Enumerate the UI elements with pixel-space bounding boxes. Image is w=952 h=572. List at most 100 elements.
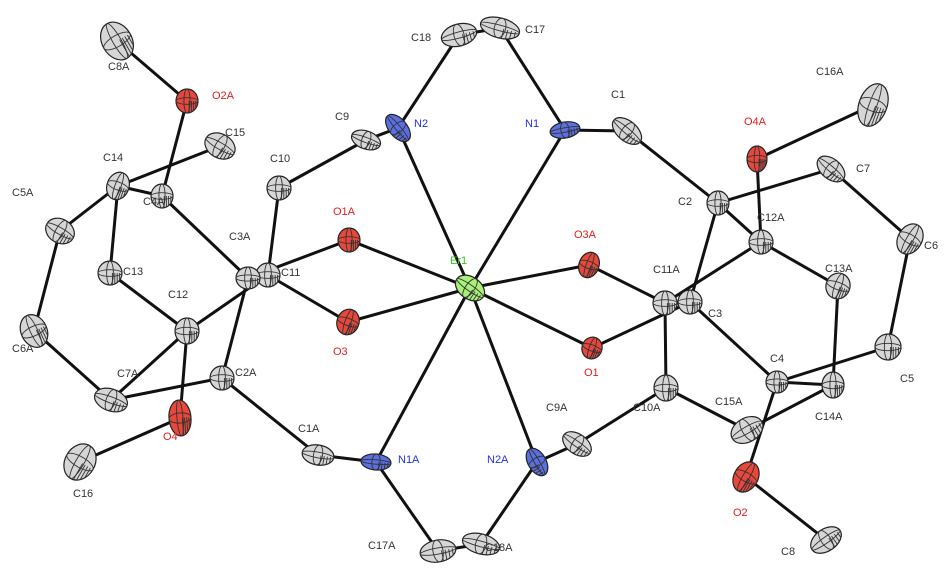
atom-ellipsoid bbox=[360, 453, 391, 472]
bond-Er1-O3A bbox=[470, 265, 589, 288]
bond-C10-C11 bbox=[268, 188, 279, 275]
atom-C8A bbox=[94, 16, 140, 66]
bond-C9A-C10A bbox=[577, 388, 666, 444]
atom-C14A bbox=[822, 372, 844, 398]
atom-label-C12: C12 bbox=[168, 289, 188, 301]
atom-C9A bbox=[558, 427, 596, 462]
atom-label-C15A: C15A bbox=[715, 396, 743, 408]
atom-label-N1A: N1A bbox=[398, 454, 420, 466]
bond-C15A-C10A bbox=[666, 388, 747, 430]
atom-label-C1: C1 bbox=[611, 89, 625, 101]
atom-ellipsoid bbox=[875, 334, 901, 360]
atom-C4 bbox=[766, 371, 788, 393]
atom-C5A bbox=[41, 213, 79, 249]
bond-C18-N2 bbox=[398, 35, 459, 128]
atom-ellipsoid bbox=[707, 191, 729, 215]
atom-label-C2: C2 bbox=[678, 196, 692, 208]
atom-C11A bbox=[653, 291, 677, 315]
atom-C3 bbox=[678, 290, 702, 314]
atom-label-C8A: C8A bbox=[108, 61, 130, 73]
atom-N1 bbox=[549, 120, 581, 141]
atom-C10A bbox=[654, 375, 678, 401]
atom-label-C14A: C14A bbox=[815, 411, 843, 423]
atom-label-C16A: C16A bbox=[816, 66, 844, 78]
atom-C14 bbox=[103, 169, 133, 203]
bond-Er1-O3 bbox=[348, 288, 470, 322]
atom-ellipsoid bbox=[175, 318, 199, 344]
atom-C2 bbox=[707, 191, 729, 215]
atom-C17A bbox=[418, 537, 457, 565]
atom-O2 bbox=[728, 457, 765, 497]
atom-label-C15: C15 bbox=[225, 127, 245, 139]
atom-label-C11: C11 bbox=[281, 267, 300, 279]
bond-C2-C7 bbox=[718, 169, 831, 203]
atom-ellipsoid bbox=[338, 228, 360, 252]
atom-hatch-line bbox=[381, 463, 382, 470]
atom-label-C18A: C18A bbox=[485, 542, 513, 554]
atom-O2A bbox=[176, 89, 198, 113]
atom-label-C6: C6 bbox=[924, 240, 938, 252]
atom-label-O3A: O3A bbox=[574, 229, 597, 241]
bond-C4A-O2A bbox=[162, 101, 187, 196]
bond-C11-O3 bbox=[268, 275, 348, 322]
atom-ellipsoid bbox=[822, 372, 844, 398]
atom-hatch-line bbox=[384, 463, 385, 469]
atom-label-C10A: C10A bbox=[633, 402, 661, 414]
atom-label-C4: C4 bbox=[770, 353, 784, 365]
atom-label-C17A: C17A bbox=[368, 540, 396, 552]
atom-N1A bbox=[360, 453, 391, 472]
atom-O3 bbox=[333, 306, 363, 338]
atom-label-O3: O3 bbox=[333, 346, 348, 358]
atom-label-C5A: C5A bbox=[12, 187, 34, 199]
atom-label-C2A: C2A bbox=[235, 367, 257, 379]
atom-ellipsoid bbox=[439, 20, 479, 51]
bond-C12-C7A bbox=[111, 331, 187, 400]
bond-N1A-C17A bbox=[376, 462, 438, 551]
atom-label-C16: C16 bbox=[73, 488, 93, 500]
atom-label-O1A: O1A bbox=[333, 206, 356, 218]
atom-C16A bbox=[852, 80, 893, 131]
atom-O3A bbox=[575, 249, 603, 280]
bond-C4-C3 bbox=[690, 302, 777, 382]
atom-Er1 bbox=[451, 270, 490, 306]
atom-C17 bbox=[478, 13, 522, 43]
atom-ellipsoid bbox=[579, 334, 605, 362]
atom-N2A bbox=[522, 445, 553, 480]
atom-label-C5: C5 bbox=[900, 373, 914, 385]
atom-N2 bbox=[381, 110, 415, 146]
atom-label-C3: C3 bbox=[708, 308, 722, 320]
bond-C9-C10 bbox=[279, 140, 366, 188]
atom-C5 bbox=[875, 334, 901, 360]
atom-label-Er1: Er1 bbox=[450, 255, 467, 267]
bond-C7A-C2A bbox=[111, 378, 222, 400]
atom-O1A bbox=[338, 228, 360, 252]
atom-label-C11A: C11A bbox=[653, 264, 680, 276]
bond-Er1-N1A bbox=[376, 288, 470, 462]
atom-ellipsoid bbox=[726, 411, 767, 449]
atom-layer bbox=[15, 13, 928, 565]
atom-label-C13A: C13A bbox=[825, 263, 853, 275]
atom-label-C9: C9 bbox=[335, 111, 349, 123]
atom-label-N1: N1 bbox=[525, 118, 539, 130]
atom-C3A bbox=[236, 267, 260, 289]
atom-ellipsoid bbox=[852, 80, 893, 131]
atom-C16 bbox=[58, 438, 103, 486]
bond-C2-C3 bbox=[690, 203, 718, 302]
atom-O1 bbox=[579, 334, 605, 362]
atom-ellipsoid bbox=[94, 16, 140, 66]
atom-label-C12A: C12A bbox=[757, 212, 785, 224]
atom-label-C13: C13 bbox=[123, 266, 143, 278]
atom-ellipsoid bbox=[806, 521, 846, 559]
atom-label-C8: C8 bbox=[781, 546, 795, 558]
atom-ellipsoid bbox=[522, 445, 553, 480]
atom-C9 bbox=[349, 126, 383, 153]
atom-C8 bbox=[806, 521, 846, 559]
atom-label-O4: O4 bbox=[163, 431, 178, 443]
atom-label-C6A: C6A bbox=[12, 343, 34, 355]
atom-label-C18: C18 bbox=[411, 32, 431, 44]
bond-Er1-N1 bbox=[470, 130, 565, 288]
atom-ellipsoid bbox=[747, 146, 767, 172]
atom-label-C1A: C1A bbox=[298, 423, 320, 435]
bond-C2A-C3A bbox=[222, 278, 248, 378]
atom-label-O4A: O4A bbox=[744, 116, 767, 128]
